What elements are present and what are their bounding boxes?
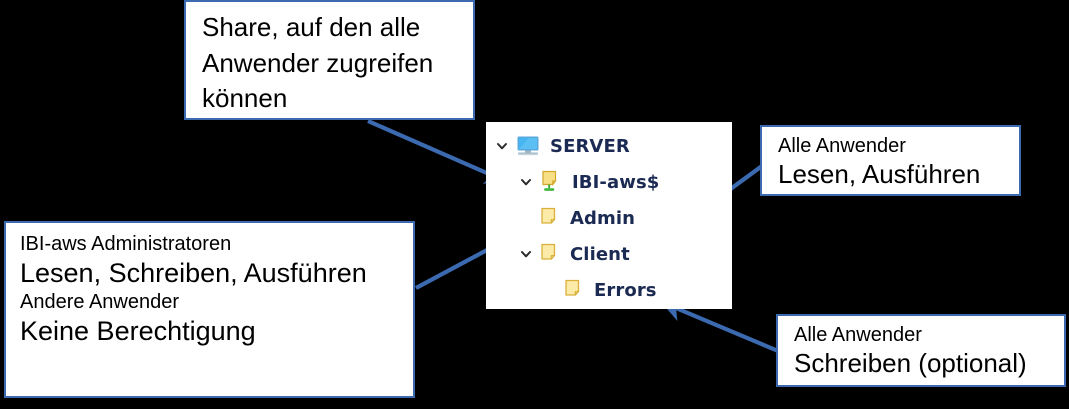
tree-row-server[interactable]: SERVER [486, 128, 732, 164]
callout-share-line-2: Anwender zugreifen [202, 47, 434, 78]
callout-allusers-write-line-1: Alle Anwender [794, 324, 922, 346]
callout-allusers-read-line-2: Lesen, Ausführen [778, 159, 981, 189]
callout-share-line-1: Share, auf den alle [202, 12, 421, 42]
chevron-down-icon[interactable] [516, 172, 536, 192]
callout-admins: IBI-aws Administratoren Lesen, Schreiben… [4, 221, 415, 398]
arrow-share-to-ibi-aws [367, 119, 509, 184]
tree-row-errors-label: Errors [594, 279, 657, 301]
tree-row-ibi-aws-label: IBI-aws$ [572, 171, 660, 193]
tree-row-client-label: Client [570, 243, 630, 265]
callout-allusers-write-line-2: Schreiben (optional) [794, 348, 1027, 378]
callout-allusers-write: Alle Anwender Schreiben (optional) [776, 314, 1066, 387]
tree-row-errors[interactable]: Errors [486, 272, 732, 308]
folder-icon [563, 278, 585, 302]
arrow-allusers-to-errors [660, 300, 791, 358]
callout-allusers-read-line-1: Alle Anwender [778, 135, 906, 157]
tree-row-server-label: SERVER [550, 135, 630, 157]
tree-row-client[interactable]: Client [486, 236, 732, 272]
tree-row-ibi-aws[interactable]: IBI-aws$ [486, 164, 732, 200]
folder-tree: SERVER IBI-aws$ [486, 122, 732, 309]
folder-icon [539, 206, 561, 230]
callout-admins-line-4: Andere Anwender [20, 290, 180, 313]
tree-row-admin-label: Admin [570, 207, 636, 229]
tree-row-admin[interactable]: Admin [486, 200, 732, 236]
callout-admins-line-1: IBI-aws Administratoren [20, 233, 232, 255]
callout-admins-line-2: Lesen, Schreiben, Ausführen [20, 258, 367, 288]
chevron-down-icon[interactable] [492, 136, 512, 156]
folder-icon [539, 242, 561, 266]
chevron-down-icon[interactable] [516, 244, 536, 264]
callout-share: Share, auf den alle Anwender zugreifen k… [184, 0, 475, 120]
callout-admins-line-5: Keine Berechtigung [20, 315, 256, 346]
callout-allusers-read: Alle Anwender Lesen, Ausführen [760, 125, 1021, 196]
shared-folder-icon [539, 170, 563, 194]
computer-icon [515, 135, 541, 157]
callout-share-line-3: können [202, 83, 288, 114]
